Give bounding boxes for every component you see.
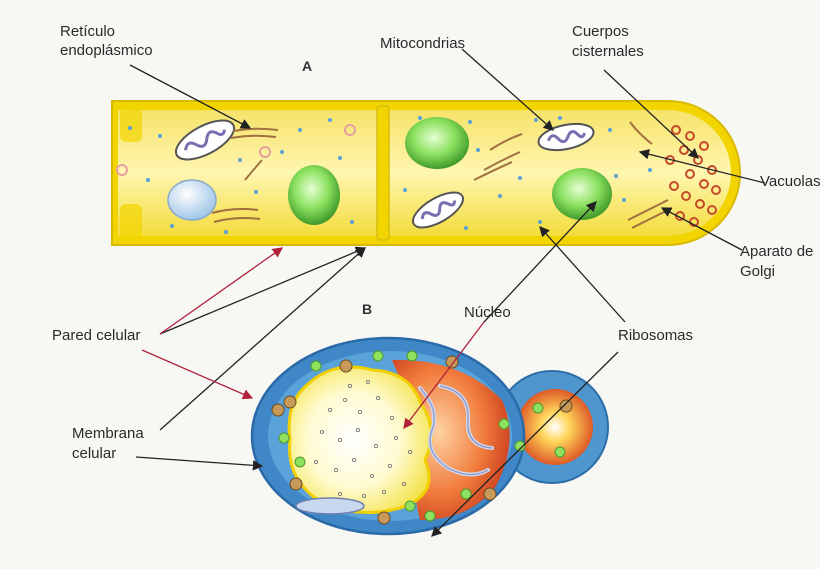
label-mitocondrias: Mitocondrias — [380, 34, 465, 53]
label-pared-celular: Pared celular — [52, 326, 140, 345]
label-cuerpos-line2: cisternales — [572, 42, 644, 61]
panel-label-b: B — [362, 301, 372, 317]
nucleus-right-lower — [552, 168, 612, 220]
yeast-cell-group — [252, 338, 608, 534]
label-golgi-line2: Golgi — [740, 262, 775, 281]
label-nucleo: Núcleo — [464, 303, 511, 322]
septum — [377, 106, 389, 240]
yeast-vacuole — [289, 367, 431, 513]
hypha-cell-group — [112, 101, 740, 245]
label-golgi-line1: Aparato de — [740, 242, 813, 261]
label-membrana-line2: celular — [72, 444, 116, 463]
label-reticulo-line2: endoplásmico — [60, 41, 153, 60]
nucleus-left — [288, 165, 340, 225]
label-reticulo-line1: Retículo — [60, 22, 115, 41]
label-vacuolas: Vacuolas — [760, 172, 820, 191]
vacuole-left — [168, 180, 216, 220]
label-membrana-line1: Membrana — [72, 424, 144, 443]
panel-label-a: A — [302, 58, 312, 74]
label-ribosomas: Ribosomas — [618, 326, 693, 345]
label-cuerpos-line1: Cuerpos — [572, 22, 629, 41]
nucleus-right-upper — [405, 117, 469, 169]
